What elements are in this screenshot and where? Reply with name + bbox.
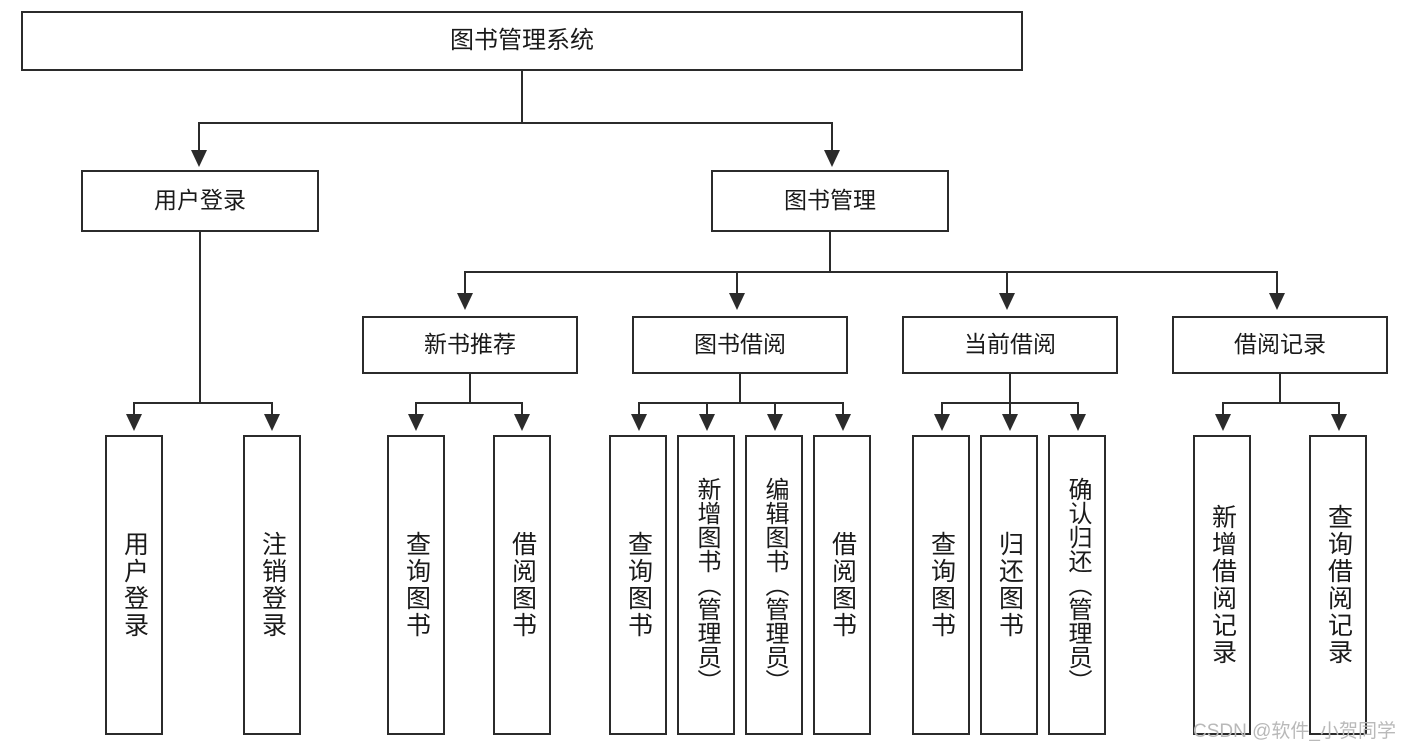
node-leaf-add-book[interactable]: 新增图书（管理员） <box>677 435 735 735</box>
connector-drop-leaf-return-book <box>1009 402 1011 416</box>
node-user-login[interactable]: 用户登录 <box>81 170 319 232</box>
arrowhead-book-management <box>824 150 840 167</box>
arrowhead-leaf-confirm-return <box>1070 414 1086 431</box>
node-book-borrow-label: 图书借阅 <box>694 331 786 358</box>
node-leaf-return-book[interactable]: 归还图书 <box>980 435 1038 735</box>
connector-new-book-recommend-stem <box>469 374 471 403</box>
arrowhead-new-book-recommend <box>457 293 473 310</box>
connector-drop-leaf-query-book-3 <box>941 402 943 416</box>
node-leaf-borrow-book-1-label: 借阅图书 <box>508 531 537 639</box>
connector-book-borrow-stem <box>739 374 741 403</box>
arrowhead-leaf-logout-login <box>264 414 280 431</box>
node-leaf-edit-book-label: 编辑图书（管理员） <box>761 477 788 693</box>
arrowhead-leaf-return-book <box>1002 414 1018 431</box>
connector-drop-leaf-query-book-2 <box>638 402 640 416</box>
connector-drop-new-book-recommend <box>464 271 466 295</box>
connector-drop-current-borrow <box>1006 271 1008 295</box>
node-leaf-query-book-2-label: 查询图书 <box>624 531 653 639</box>
connector-drop-leaf-borrow-book-1 <box>521 402 523 416</box>
connector-user-login-stem <box>199 232 201 403</box>
node-user-login-label: 用户登录 <box>154 187 246 214</box>
connector-drop-leaf-confirm-return <box>1077 402 1079 416</box>
connector-drop-book-borrow <box>736 271 738 295</box>
connector-drop-leaf-add-record <box>1222 402 1224 416</box>
arrowhead-leaf-query-book-3 <box>934 414 950 431</box>
connector-new-book-recommend-bus <box>415 402 523 404</box>
connector-book-borrow-bus <box>638 402 844 404</box>
connector-borrow-record-bus <box>1222 402 1340 404</box>
node-book-management[interactable]: 图书管理 <box>711 170 949 232</box>
node-book-borrow[interactable]: 图书借阅 <box>632 316 848 374</box>
node-leaf-user-login[interactable]: 用户登录 <box>105 435 163 735</box>
node-new-book-recommend-label: 新书推荐 <box>424 331 516 358</box>
arrowhead-leaf-add-book <box>699 414 715 431</box>
arrowhead-leaf-add-record <box>1215 414 1231 431</box>
node-leaf-query-book-2[interactable]: 查询图书 <box>609 435 667 735</box>
arrowhead-leaf-edit-book <box>767 414 783 431</box>
connector-root-bus <box>198 122 832 124</box>
node-leaf-return-book-label: 归还图书 <box>995 531 1024 639</box>
connector-user-login-bus <box>133 402 272 404</box>
node-leaf-add-record-label: 新增借阅记录 <box>1208 504 1237 666</box>
arrowhead-leaf-user-login <box>126 414 142 431</box>
node-leaf-borrow-book-2[interactable]: 借阅图书 <box>813 435 871 735</box>
connector-drop-book-management <box>831 122 833 152</box>
arrowhead-borrow-record <box>1269 293 1285 310</box>
node-borrow-record[interactable]: 借阅记录 <box>1172 316 1388 374</box>
node-book-management-label: 图书管理 <box>784 187 876 214</box>
node-leaf-borrow-book-1[interactable]: 借阅图书 <box>493 435 551 735</box>
node-current-borrow-label: 当前借阅 <box>964 331 1056 358</box>
node-leaf-query-book-3[interactable]: 查询图书 <box>912 435 970 735</box>
arrowhead-book-borrow <box>729 293 745 310</box>
connector-drop-borrow-record <box>1276 271 1278 295</box>
connector-drop-leaf-add-book <box>706 402 708 416</box>
arrowhead-user-login <box>191 150 207 167</box>
connector-drop-leaf-query-record <box>1338 402 1340 416</box>
node-leaf-borrow-book-2-label: 借阅图书 <box>828 531 857 639</box>
connector-root-stem <box>521 71 523 123</box>
node-root[interactable]: 图书管理系统 <box>21 11 1023 71</box>
node-current-borrow[interactable]: 当前借阅 <box>902 316 1118 374</box>
arrowhead-leaf-borrow-book-1 <box>514 414 530 431</box>
node-leaf-query-book-1-label: 查询图书 <box>402 531 431 639</box>
node-leaf-add-record[interactable]: 新增借阅记录 <box>1193 435 1251 735</box>
connector-book-management-bus <box>464 271 1278 273</box>
connector-current-borrow-stem <box>1009 374 1011 403</box>
node-leaf-query-book-3-label: 查询图书 <box>927 531 956 639</box>
node-leaf-confirm-return[interactable]: 确认归还（管理员） <box>1048 435 1106 735</box>
connector-drop-leaf-query-book-1 <box>415 402 417 416</box>
arrowhead-leaf-borrow-book-2 <box>835 414 851 431</box>
node-leaf-user-login-label: 用户登录 <box>120 531 149 639</box>
node-leaf-confirm-return-label: 确认归还（管理员） <box>1064 477 1091 693</box>
connector-drop-leaf-borrow-book-2 <box>842 402 844 416</box>
arrowhead-leaf-query-book-2 <box>631 414 647 431</box>
connector-borrow-record-stem <box>1279 374 1281 403</box>
node-new-book-recommend[interactable]: 新书推荐 <box>362 316 578 374</box>
node-root-label: 图书管理系统 <box>450 26 594 54</box>
node-leaf-add-book-label: 新增图书（管理员） <box>693 477 720 693</box>
connector-drop-leaf-edit-book <box>774 402 776 416</box>
node-leaf-query-book-1[interactable]: 查询图书 <box>387 435 445 735</box>
csdn-watermark: CSDN @软件_小贺同学 <box>1193 721 1396 742</box>
node-leaf-edit-book[interactable]: 编辑图书（管理员） <box>745 435 803 735</box>
arrowhead-leaf-query-record <box>1331 414 1347 431</box>
node-leaf-query-record-label: 查询借阅记录 <box>1324 504 1353 666</box>
connector-drop-leaf-logout-login <box>271 402 273 416</box>
arrowhead-current-borrow <box>999 293 1015 310</box>
node-leaf-logout-login-label: 注销登录 <box>258 531 287 639</box>
arrowhead-leaf-query-book-1 <box>408 414 424 431</box>
node-leaf-query-record[interactable]: 查询借阅记录 <box>1309 435 1367 735</box>
node-borrow-record-label: 借阅记录 <box>1234 331 1326 358</box>
connector-drop-leaf-user-login <box>133 402 135 416</box>
connector-book-management-stem <box>829 232 831 272</box>
connector-drop-user-login <box>198 122 200 152</box>
node-leaf-logout-login[interactable]: 注销登录 <box>243 435 301 735</box>
